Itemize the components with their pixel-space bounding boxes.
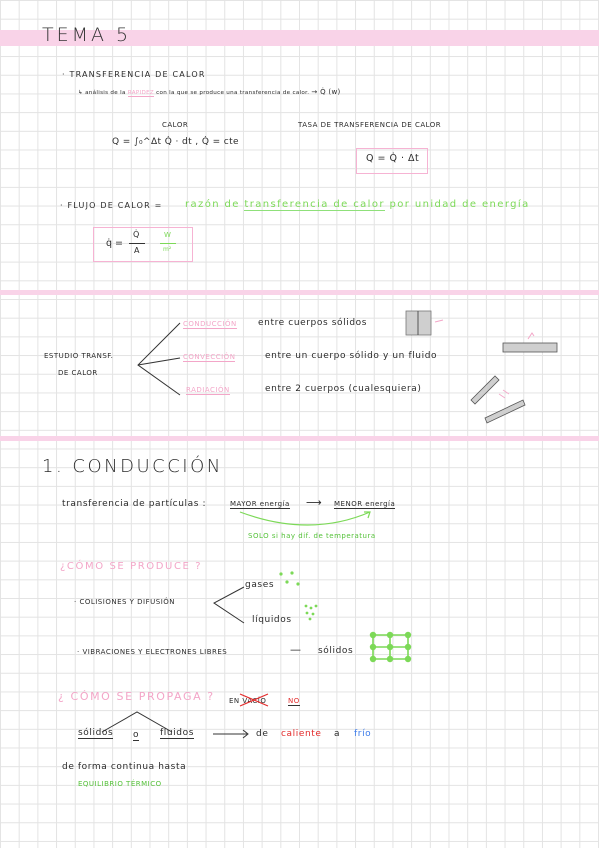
- conveccion-name: CONVECCIÓN: [183, 353, 236, 362]
- flujo-def-3: por unidad de energía: [389, 199, 530, 210]
- flujo-def-2: transferencia de calor: [244, 199, 385, 211]
- en-vacio-strike: [239, 693, 269, 707]
- prop-o: o: [133, 730, 140, 741]
- propaga-branch-lines: [101, 711, 173, 733]
- header-band: [0, 30, 599, 46]
- radiacion-name: RADIACIÓN: [186, 386, 230, 395]
- como-se-propaga: ¿ CÓMO SE PROPAGA ?: [58, 690, 215, 703]
- radiation-plates-icon: [470, 375, 526, 424]
- flujo-formula-num: Q̇: [133, 230, 140, 239]
- flujo-definition: razón de transferencia de calor por unid…: [185, 199, 530, 211]
- transfer-sub-highlight: RAPIDEZ: [127, 90, 155, 97]
- calor-formula: Q = ∫₀^Δt Q̇ · dt , Q̇ = cte: [112, 137, 239, 147]
- conduction-transfer-lead: transferencia de partículas :: [62, 499, 207, 509]
- transfer-sub-rest: con la que se produce una transferencia …: [156, 90, 310, 96]
- mech-vibraciones: · VIBRACIONES Y ELECTRONES LIBRES: [77, 648, 228, 656]
- conduction-block-icon: [405, 310, 444, 336]
- prop-a: a: [334, 729, 341, 739]
- flujo-unit-bar: [160, 243, 176, 244]
- mech-colisiones: · COLISIONES Y DIFUSIÓN: [74, 598, 176, 606]
- mech-branch-lines: [213, 586, 245, 624]
- tasa-formula: Q = Q̇ · Δt: [366, 153, 420, 164]
- mech-dash: —: [290, 643, 301, 656]
- study-label-1: ESTUDIO TRANSF.: [44, 352, 114, 360]
- liquid-particles-icon: [304, 604, 318, 621]
- flujo-formula-box: [93, 227, 193, 262]
- divider-band-1: [0, 290, 599, 295]
- conduction-arrow: ⟶: [306, 496, 322, 509]
- divider-band-2: [0, 436, 599, 441]
- tasa-label: TASA DE TRANSFERENCIA DE CALOR: [298, 121, 442, 129]
- transfer-subline: ↳ análisis de la RAPIDEZ con la que se p…: [78, 88, 341, 97]
- page-title: TEMA 5: [42, 24, 132, 46]
- calor-label: CALOR: [162, 121, 189, 129]
- prop-frio: frío: [354, 729, 372, 739]
- propaga-arrow: [213, 729, 249, 739]
- flujo-formula-den: A: [134, 246, 140, 255]
- mayor-menor-arc: [239, 511, 371, 526]
- transfer-sub-arrow: → Q̇ (w): [311, 88, 341, 96]
- conduction-condition: SOLO si hay dif. de temperatura: [248, 532, 376, 540]
- solid-lattice-icon: [369, 631, 412, 663]
- conduccion-desc: entre cuerpos sólidos: [258, 318, 368, 328]
- en-vacio: EN VACÍO: [229, 697, 267, 705]
- mech-liquidos: líquidos: [252, 615, 292, 625]
- gas-particles-icon: [279, 571, 300, 586]
- conduction-mayor: MAYOR energía: [230, 500, 290, 509]
- no-label: NO: [288, 697, 300, 706]
- study-branch-lines: [137, 322, 181, 396]
- transfer-heading: · TRANSFERENCIA DE CALOR: [62, 70, 206, 79]
- form-line: de forma continua hasta: [62, 762, 187, 772]
- flujo-unit-den: m²: [163, 246, 172, 253]
- prop-fluidos: fluidos: [160, 728, 194, 739]
- study-label-2: DE CALOR: [58, 369, 98, 377]
- mech-solidos: sólidos: [318, 646, 354, 656]
- conduction-menor-text: MENOR energía: [334, 500, 396, 509]
- equilibrio-termico: EQUILIBRIO TÉRMICO: [78, 780, 162, 788]
- radiacion-desc: entre 2 cuerpos (cualesquiera): [265, 384, 422, 394]
- conveccion-desc: entre un cuerpo sólido y un fluido: [265, 351, 438, 361]
- conduction-title: 1. CONDUCCIÓN: [42, 456, 223, 477]
- flujo-formula-lhs: q̇ =: [106, 238, 124, 249]
- prop-de: de: [256, 729, 269, 739]
- conduccion-name: CONDUCCIÓN: [183, 320, 237, 329]
- prop-caliente: caliente: [281, 729, 322, 739]
- conduction-menor: MENOR energía: [334, 500, 396, 509]
- transfer-sub-lead: ↳ análisis de la: [78, 90, 126, 96]
- flujo-formula-bar: [129, 243, 145, 244]
- mech-gases: gases: [245, 580, 275, 590]
- convection-surface-icon: [502, 332, 558, 353]
- tasa-formula-box: [356, 148, 428, 174]
- flujo-def-1: razón de: [185, 199, 240, 210]
- flujo-unit-num: W: [164, 231, 171, 239]
- prop-solidos: sólidos: [78, 728, 114, 739]
- como-se-produce: ¿CÓMO SE PRODUCE ?: [60, 561, 203, 572]
- flujo-label: · FLUJO DE CALOR =: [60, 201, 163, 210]
